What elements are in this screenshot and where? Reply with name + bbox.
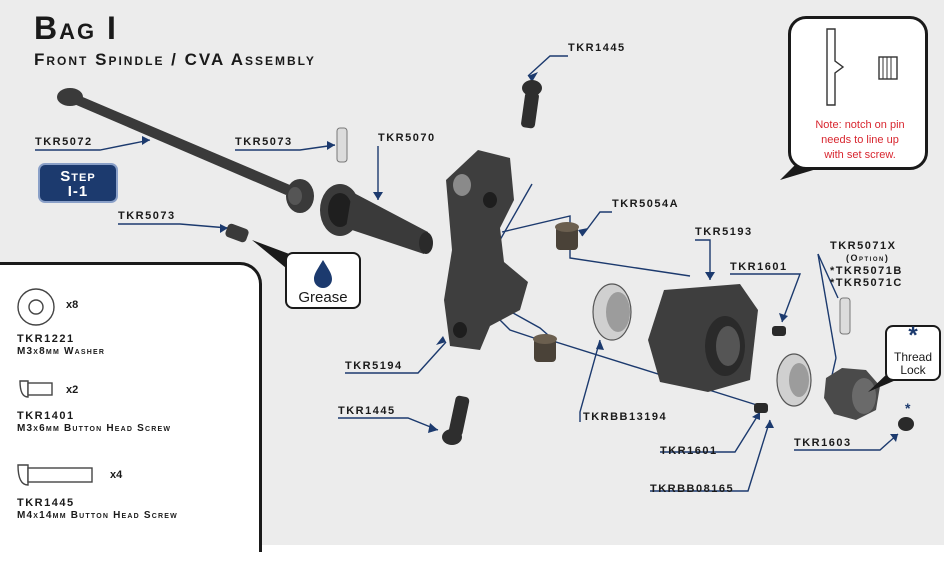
- label-tkr5071b: *TKR5071B: [830, 265, 903, 277]
- label-tkr5073-pin: TKR5073: [235, 136, 293, 148]
- lock-nut-part: [898, 417, 914, 431]
- note-line-3: with set screw.: [824, 149, 896, 161]
- label-tkrbb08165: TKRBB08165: [650, 483, 735, 495]
- label-tkr5071x: TKR5071X: [830, 240, 897, 252]
- wheel-hex-part: [824, 368, 880, 420]
- leader-tkr5072: [35, 139, 151, 151]
- leader-tkrbb13194: [579, 339, 601, 422]
- note-callout: [788, 16, 928, 170]
- set-screw-top-part: [772, 326, 786, 336]
- legend-qty-screw-short: x2: [66, 384, 79, 396]
- leader-tkr5071x-a: [817, 253, 839, 299]
- legend-desc-screw-short: M3x6mm Button Head Screw: [17, 423, 172, 434]
- button-head-screw-long-icon: [17, 464, 93, 486]
- hub-carrier-part: [648, 284, 758, 392]
- legend-code-screw-short: TKR1401: [17, 410, 75, 422]
- parts-and-leaders: [35, 55, 914, 492]
- leader-tkr1445-top: [527, 55, 568, 77]
- button-head-screw-short-icon: [19, 380, 53, 398]
- bearing-small-part: [776, 353, 812, 407]
- label-tkr5193: TKR5193: [695, 226, 753, 238]
- leader-tkr5073-screw: [118, 223, 229, 229]
- legend-desc-washer: M3x8mm Washer: [17, 346, 106, 357]
- bushing-bottom-part: [533, 334, 557, 362]
- leader-tkr1601-bottom: [660, 411, 761, 453]
- leader-tkrbb08165: [650, 419, 771, 492]
- bushing-top-part: [555, 222, 579, 250]
- legend-desc-screw-long: M4x14mm Button Head Screw: [17, 510, 178, 521]
- page-subtitle: Front Spindle / CVA Assembly: [34, 50, 316, 69]
- label-tkr1601-top: TKR1601: [730, 261, 788, 273]
- legend-qty-washer: x8: [66, 299, 79, 311]
- legend-qty-screw-long: x4: [110, 469, 123, 481]
- page-title: Bag I: [34, 10, 118, 46]
- threadlock-line-2: Lock: [900, 363, 926, 377]
- threadlock-marker-icon: *: [905, 400, 911, 416]
- step-label: Step: [60, 168, 96, 185]
- label-tkrbb13194: TKRBB13194: [583, 411, 668, 423]
- legend-hardware-icons: [17, 288, 93, 486]
- hex-pin-part: [839, 297, 851, 335]
- leader-tkr1603: [794, 433, 899, 451]
- legend-code-screw-long: TKR1445: [17, 497, 75, 509]
- label-tkr1445-bottom: TKR1445: [338, 405, 396, 417]
- step-badge: Step I-1: [38, 163, 118, 203]
- bearing-large-part: [592, 283, 632, 341]
- label-tkr1445-top: TKR1445: [568, 42, 626, 54]
- label-tkr5073-screw: TKR5073: [118, 210, 176, 222]
- leader-tkr5194: [345, 341, 447, 374]
- step-number: I-1: [67, 183, 89, 200]
- axis-line-1: [501, 215, 691, 277]
- label-tkr5054a: TKR5054A: [612, 198, 680, 210]
- threadlock-star-icon: *: [908, 322, 918, 349]
- washer-icon: [17, 288, 55, 326]
- leader-tkr1445-bottom: [338, 417, 439, 431]
- set-screw-part: [225, 223, 249, 243]
- label-option: (Option): [846, 253, 890, 263]
- pin-detail-illustration: [826, 28, 898, 106]
- grease-callout: [285, 252, 361, 309]
- leader-tkr5054a: [581, 211, 612, 237]
- leader-tkr1601-top: [730, 273, 802, 323]
- set-screw-bottom-part: [754, 403, 768, 413]
- pin-part: [336, 127, 348, 163]
- hardware-legend: [0, 262, 262, 552]
- note-text: Note: notch on pin needs to line up with…: [796, 118, 924, 163]
- screw-top-part: [521, 80, 542, 129]
- leader-tkr5071x-b: [817, 253, 837, 359]
- label-tkr5072: TKR5072: [35, 136, 93, 148]
- label-tkr1603: TKR1603: [794, 437, 852, 449]
- label-tkr1601-bottom: TKR1601: [660, 445, 718, 457]
- leader-tkr5193: [695, 239, 711, 280]
- label-tkr5194: TKR5194: [345, 360, 403, 372]
- screw-bottom-part: [442, 395, 470, 445]
- grease-drop-icon: [314, 260, 332, 288]
- axis-line-3: [499, 183, 533, 241]
- spindle-carrier-part: [444, 150, 528, 350]
- threadlock-line-1: Thread: [893, 350, 933, 364]
- grease-label: Grease: [298, 289, 348, 306]
- label-tkr5070: TKR5070: [378, 132, 436, 144]
- legend-code-washer: TKR1221: [17, 333, 75, 345]
- cva-axle: [320, 184, 433, 254]
- note-line-1: Note: notch on pin: [815, 119, 905, 131]
- label-tkr5071c: *TKR5071C: [830, 277, 903, 289]
- threadlock-callout: [885, 325, 941, 381]
- note-line-2: needs to line up: [821, 134, 899, 146]
- leader-tkr5073-pin: [235, 144, 336, 151]
- cva-drive-shaft: [57, 88, 314, 213]
